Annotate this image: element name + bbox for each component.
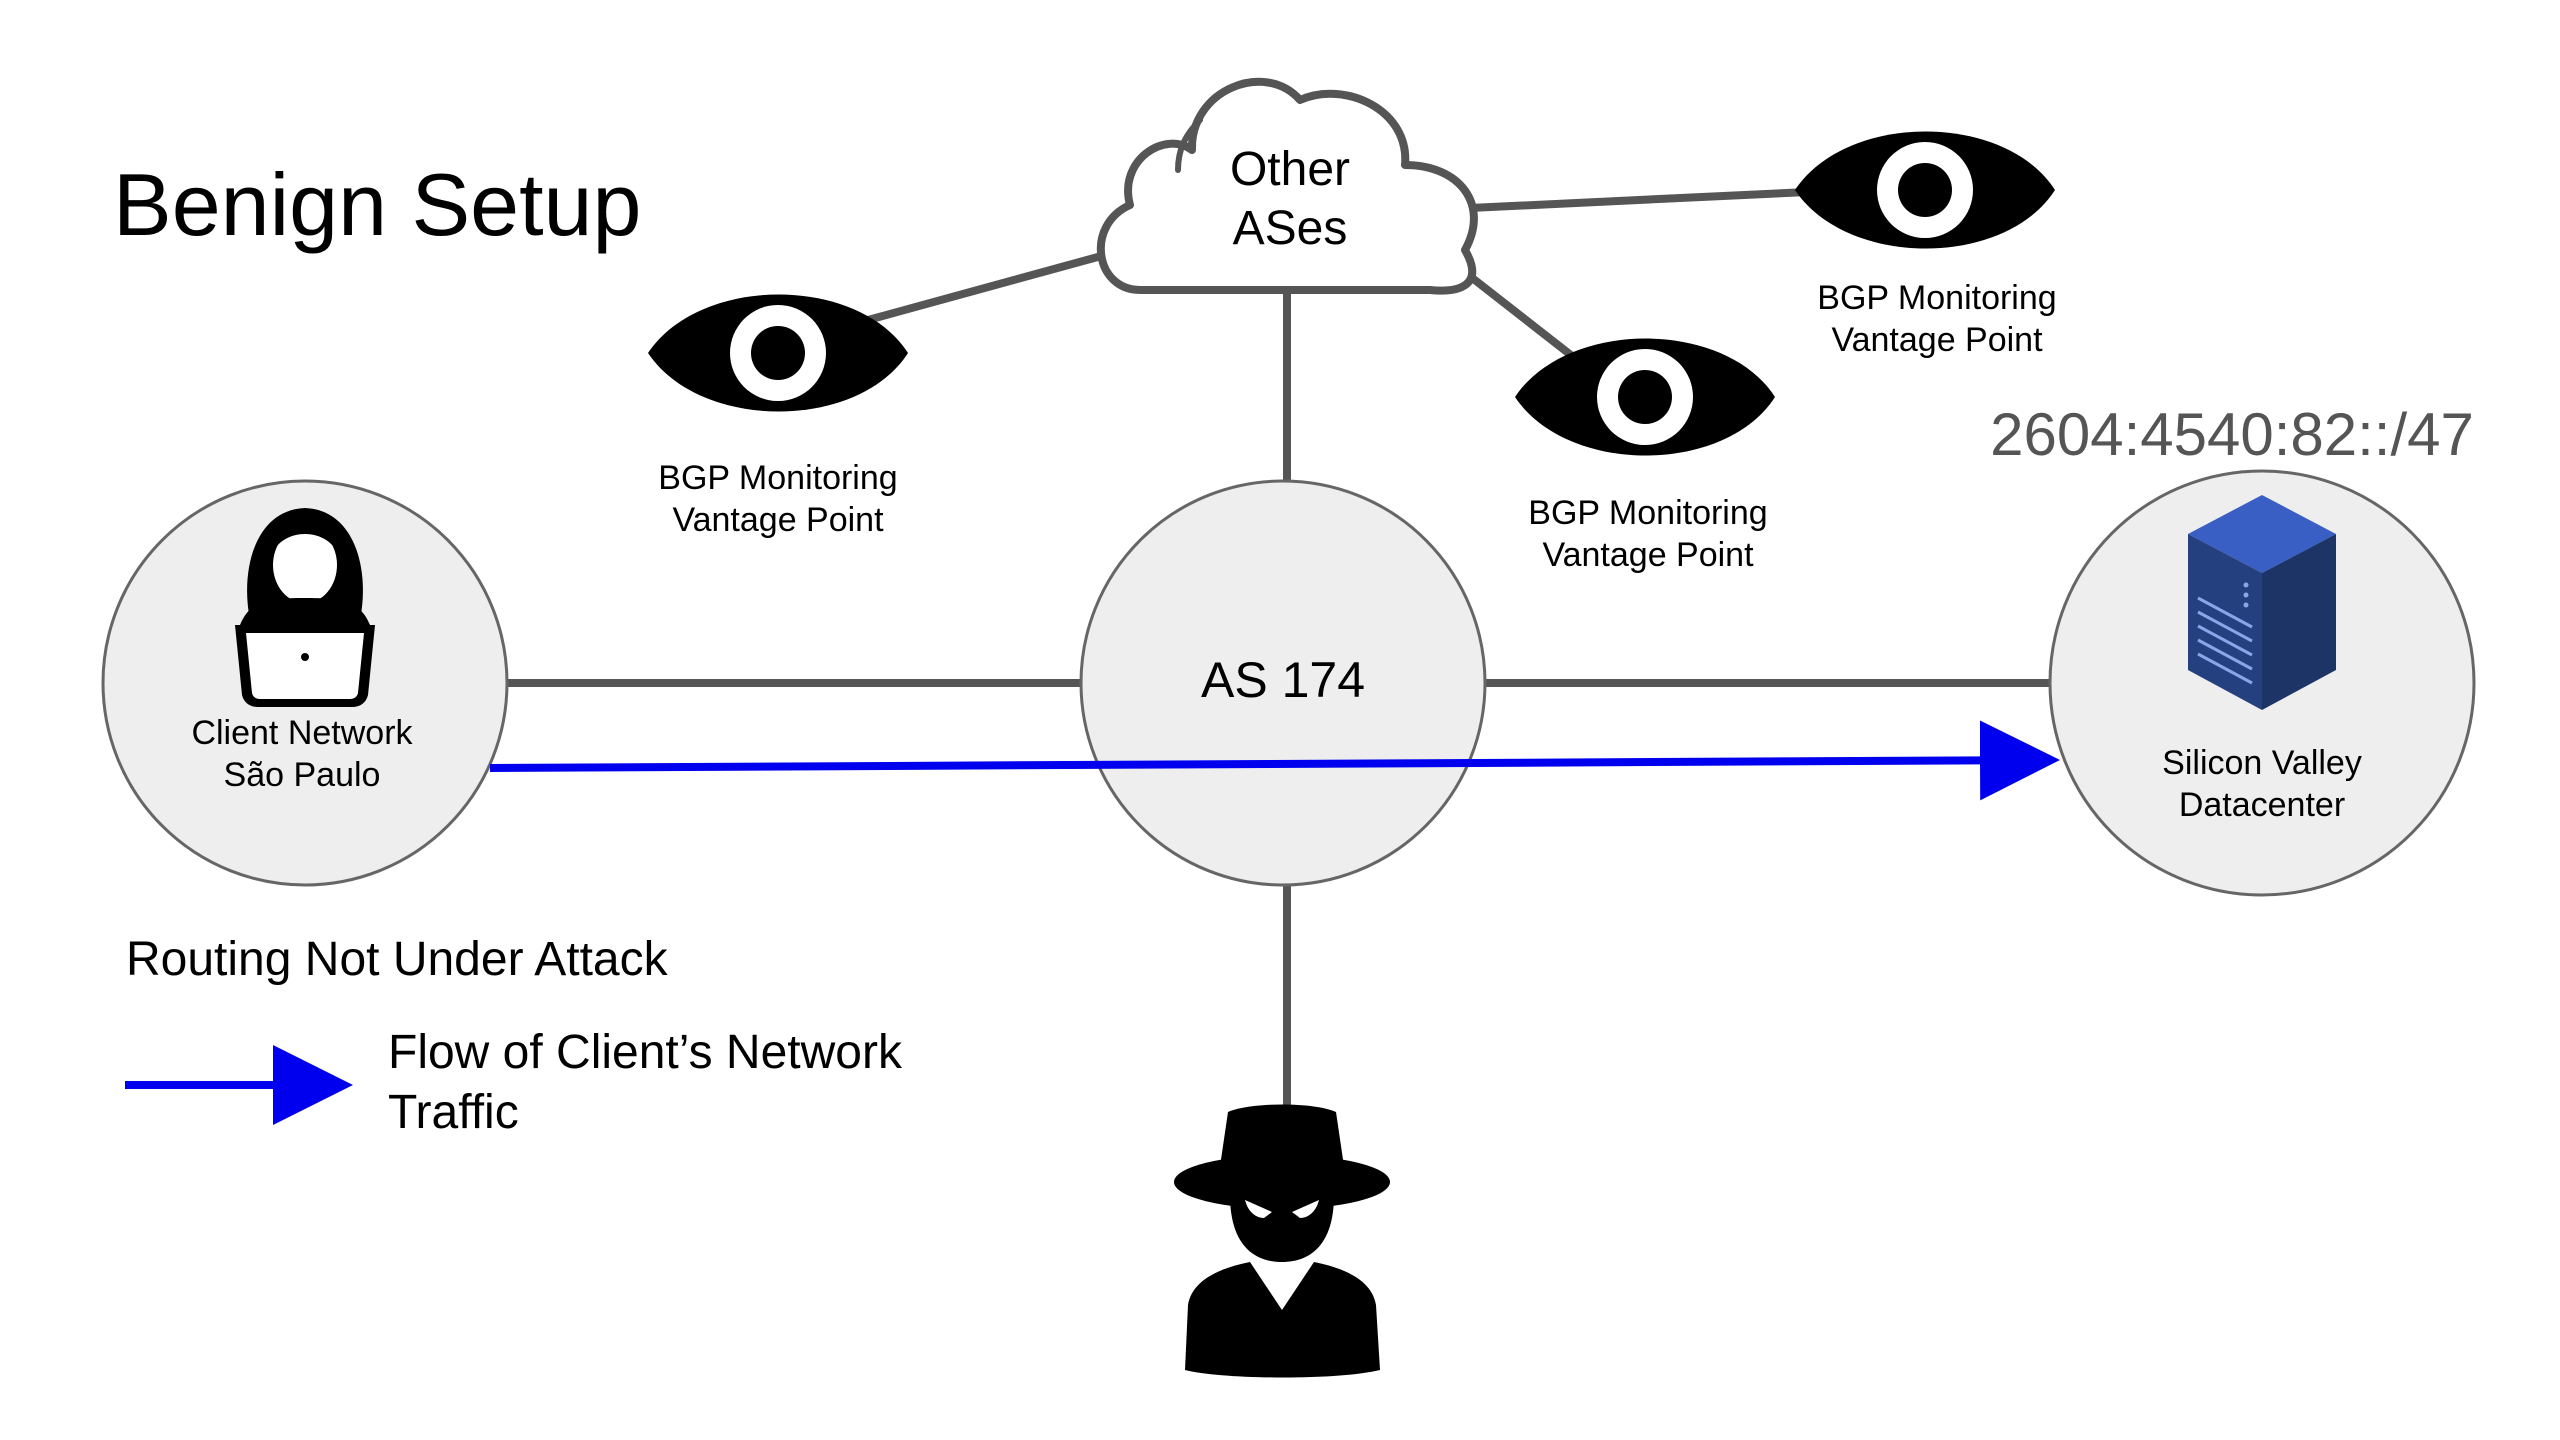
datacenter-prefix-label: 2604:4540:82::/47 [1990,401,2474,468]
monitor-right-label-line2: Vantage Point [1831,321,2043,359]
monitor-left-label-line2: Vantage Point [672,501,884,539]
monitor-mid-label-line2: Vantage Point [1542,536,1754,574]
user-with-laptop-icon [235,508,375,707]
eye-icon [1795,131,2055,249]
eye-icon [1515,338,1775,456]
client-network-label-line1: Client Network [191,714,413,752]
legend-item-label-line2: Traffic [388,1086,519,1139]
legend-heading: Routing Not Under Attack [126,933,669,986]
monitor-left[interactable]: BGP Monitoring Vantage Point [648,294,908,540]
monitor-right[interactable]: BGP Monitoring Vantage Point [1795,131,2057,360]
datacenter-label-line2: Datacenter [2179,786,2345,824]
other-ases-cloud[interactable]: Other ASes [1096,77,1478,295]
cloud-label-line1: Other [1230,143,1350,196]
cloud-label-line2: ASes [1233,202,1348,255]
network-links [501,188,2066,1114]
link-cloud-monitor-left [864,251,1109,324]
legend: Routing Not Under Attack Flow of Client’… [125,933,903,1139]
monitor-left-label-line1: BGP Monitoring [658,459,897,497]
legend-item-label-line1: Flow of Client’s Network [388,1026,903,1079]
monitor-right-label-line1: BGP Monitoring [1817,279,2056,317]
monitor-mid-label-line1: BGP Monitoring [1528,494,1767,532]
client-network-label-line2: São Paulo [224,756,381,794]
client-traffic-flow-arrow [489,720,2060,801]
cloud-icon [1096,77,1478,295]
datacenter-label-line1: Silicon Valley [2162,744,2362,782]
diagram-title: Benign Setup [113,155,641,254]
server-rack-icon [2188,495,2336,710]
spy-attacker-icon[interactable] [1174,1104,1390,1378]
as174-node[interactable]: AS 174 [1079,479,1487,887]
monitor-mid[interactable]: BGP Monitoring Vantage Point [1515,338,1775,575]
client-network-node[interactable]: Client Network São Paulo [101,479,509,887]
datacenter-node[interactable]: Silicon Valley Datacenter [2048,469,2476,897]
link-cloud-monitor-right [1466,188,1812,212]
as174-label: AS 174 [1201,652,1365,708]
eye-icon [648,294,908,412]
link-cloud-monitor-mid [1458,266,1594,374]
